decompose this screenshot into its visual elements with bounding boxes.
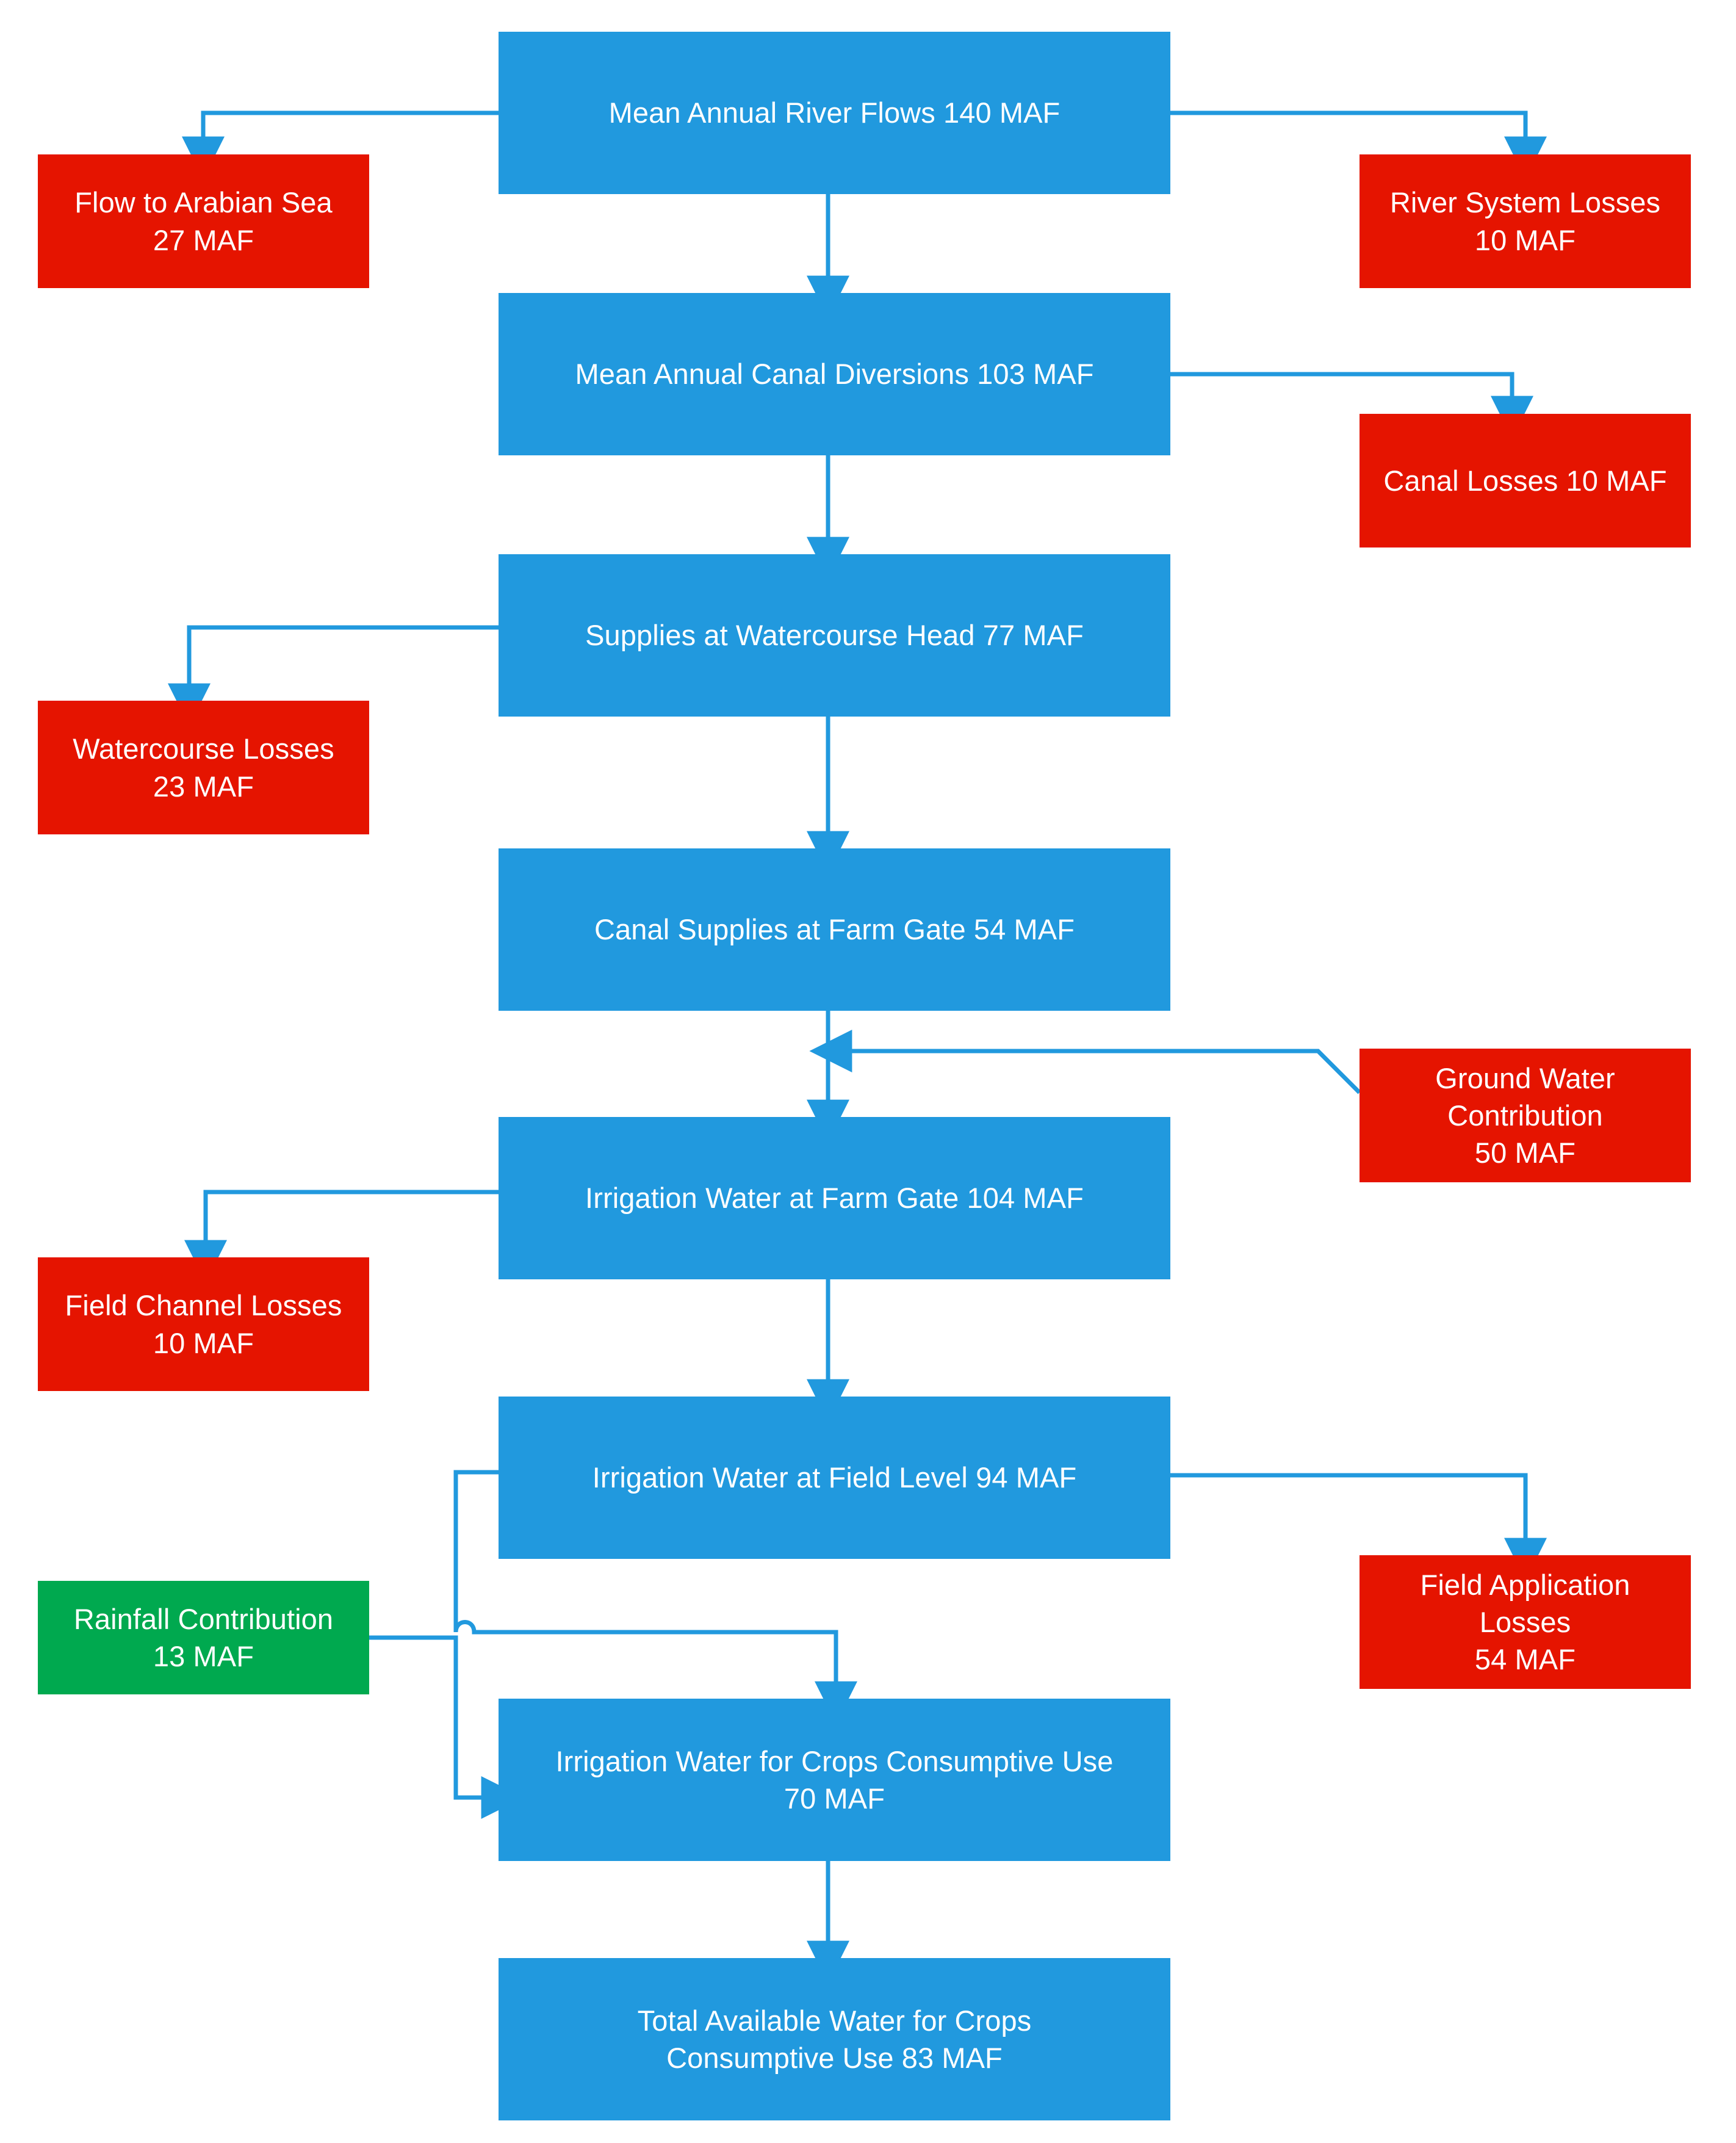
edge-river-flows-to-arabian-sea: [182, 110, 499, 179]
edge-field-level-to-field-app-losses: [1170, 1473, 1547, 1581]
node-rainfall-contribution[interactable]: Rainfall Contribution 13 MAF: [38, 1581, 369, 1694]
node-canal-losses[interactable]: Canal Losses 10 MAF: [1360, 414, 1691, 547]
edge-field-level-to-crops-cu: [453, 1470, 857, 1724]
node-irrigation-water-for-crops-consumptive-use[interactable]: Irrigation Water for Crops Consumptive U…: [499, 1699, 1170, 1861]
node-watercourse-losses[interactable]: Watercourse Losses 23 MAF: [38, 701, 369, 834]
edge-watercourse-head-to-watercourse-losses: [168, 625, 499, 726]
node-mean-annual-river-flows[interactable]: Mean Annual River Flows 140 MAF: [499, 32, 1170, 194]
node-mean-annual-canal-diversions[interactable]: Mean Annual Canal Diversions 103 MAF: [499, 293, 1170, 455]
node-total-available-water-for-crops[interactable]: Total Available Water for Crops Consumpt…: [499, 1958, 1170, 2120]
node-river-system-losses[interactable]: River System Losses 10 MAF: [1360, 154, 1691, 288]
edge-ground-water-to-farm-gate-irr: [809, 1030, 1361, 1094]
node-irrigation-water-at-farm-gate[interactable]: Irrigation Water at Farm Gate 104 MAF: [499, 1117, 1170, 1279]
edge-farm-gate-irr-to-field-channel: [184, 1190, 499, 1283]
node-canal-supplies-at-farm-gate[interactable]: Canal Supplies at Farm Gate 54 MAF: [499, 848, 1170, 1011]
node-flow-to-arabian-sea[interactable]: Flow to Arabian Sea 27 MAF: [38, 154, 369, 288]
node-field-channel-losses[interactable]: Field Channel Losses 10 MAF: [38, 1257, 369, 1391]
edge-rainfall-to-crops-cu: [369, 1635, 524, 1819]
node-ground-water-contribution[interactable]: Ground Water Contribution 50 MAF: [1360, 1049, 1691, 1182]
node-irrigation-water-at-field-level[interactable]: Irrigation Water at Field Level 94 MAF: [499, 1397, 1170, 1559]
edge-river-flows-to-river-losses: [1170, 110, 1547, 179]
node-supplies-at-watercourse-head[interactable]: Supplies at Watercourse Head 77 MAF: [499, 554, 1170, 717]
node-field-application-losses[interactable]: Field Application Losses 54 MAF: [1360, 1555, 1691, 1689]
edge-canal-diversions-to-canal-losses: [1170, 372, 1533, 439]
